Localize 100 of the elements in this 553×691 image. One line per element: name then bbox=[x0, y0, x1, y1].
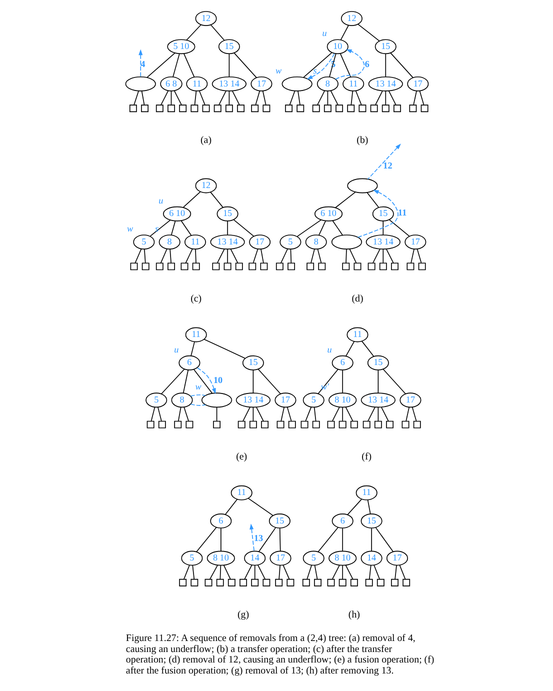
connector bbox=[345, 248, 346, 264]
connector bbox=[366, 500, 370, 514]
connector bbox=[342, 406, 343, 422]
label: (a) bbox=[200, 135, 212, 146]
node-box bbox=[236, 104, 244, 112]
node-ellipse: 17 bbox=[274, 392, 296, 408]
arrow bbox=[196, 367, 216, 394]
label: (c) bbox=[190, 293, 202, 304]
node-box bbox=[300, 420, 308, 428]
node-box bbox=[412, 420, 420, 428]
connector bbox=[290, 248, 292, 264]
node-ellipse: 8 10 bbox=[206, 550, 234, 566]
node-box bbox=[302, 578, 310, 586]
node-box bbox=[250, 104, 258, 112]
node-ellipse: 6 bbox=[210, 514, 232, 528]
node-ellipse: 11 bbox=[346, 327, 368, 342]
edge-label: 10 bbox=[212, 375, 222, 385]
connector bbox=[216, 248, 224, 264]
node-label: w bbox=[194, 382, 201, 392]
node-box bbox=[350, 420, 358, 428]
connector bbox=[173, 90, 182, 106]
connector bbox=[380, 406, 388, 422]
node-box bbox=[362, 420, 370, 428]
connector bbox=[388, 90, 396, 106]
node-ellipse: 6 bbox=[331, 514, 353, 528]
node-ellipse: 17 bbox=[386, 550, 408, 566]
node-box bbox=[358, 104, 366, 112]
connector bbox=[170, 220, 176, 236]
connector bbox=[210, 192, 223, 208]
node-ellipse bbox=[346, 178, 378, 194]
node-box bbox=[213, 104, 221, 112]
connector bbox=[256, 564, 266, 580]
connector bbox=[210, 24, 224, 41]
connector bbox=[252, 370, 254, 394]
node-ellipse: 15 bbox=[268, 514, 290, 528]
node-box bbox=[212, 262, 220, 270]
connector bbox=[304, 406, 312, 422]
node-ellipse: 17 bbox=[269, 550, 291, 566]
node-ellipse: 10 bbox=[326, 39, 348, 54]
node-box bbox=[141, 262, 149, 270]
connector bbox=[418, 90, 424, 106]
connector bbox=[255, 406, 264, 422]
connector bbox=[133, 90, 138, 106]
node-ellipse: 15 bbox=[372, 206, 394, 222]
node-box bbox=[326, 420, 334, 428]
connector bbox=[172, 53, 180, 78]
node-box bbox=[248, 420, 256, 428]
label: (g) bbox=[236, 610, 249, 621]
connector bbox=[228, 90, 230, 106]
node-ellipse: 5 bbox=[279, 234, 301, 250]
node-box bbox=[204, 578, 212, 586]
node-ellipse: 6 bbox=[178, 355, 200, 370]
node-ellipse: 15 bbox=[218, 39, 240, 54]
node-ellipse: 5 bbox=[145, 392, 167, 408]
node-ellipse: 11 bbox=[186, 76, 208, 92]
connector bbox=[209, 564, 218, 580]
node-box bbox=[296, 104, 304, 112]
node-ellipse: 11 bbox=[230, 485, 252, 500]
connector bbox=[316, 248, 322, 264]
node-ellipse: 17 bbox=[399, 392, 421, 408]
edge-label: 6 bbox=[364, 58, 369, 69]
connector bbox=[366, 192, 378, 208]
node-box bbox=[158, 420, 166, 428]
node-box bbox=[287, 262, 294, 270]
connector bbox=[182, 191, 200, 208]
label: (e) bbox=[236, 451, 247, 462]
edge-label: 11 bbox=[398, 207, 406, 218]
node-box bbox=[418, 262, 426, 270]
connector bbox=[360, 340, 374, 357]
node-box bbox=[128, 104, 136, 112]
edge-label: 13 bbox=[254, 533, 263, 544]
connector bbox=[233, 52, 256, 78]
node-ellipse: 15 bbox=[366, 355, 388, 370]
node-box bbox=[227, 578, 235, 586]
node-box bbox=[212, 420, 220, 428]
node-box bbox=[326, 578, 334, 586]
connector bbox=[344, 341, 354, 357]
connector bbox=[331, 406, 340, 422]
node-ellipse: 11 bbox=[184, 327, 206, 342]
connector bbox=[280, 248, 288, 264]
connector bbox=[330, 90, 338, 106]
connector bbox=[344, 564, 353, 580]
connector bbox=[177, 406, 181, 422]
node-box bbox=[338, 578, 346, 586]
node-box bbox=[190, 578, 198, 586]
label: (b) bbox=[356, 135, 368, 146]
node-ellipse: 14 bbox=[244, 550, 266, 566]
node-ellipse: 5 10 bbox=[166, 39, 195, 54]
node-ellipse: 12 bbox=[340, 11, 362, 26]
node-box bbox=[237, 420, 245, 428]
node-box bbox=[364, 578, 372, 586]
node-box bbox=[284, 104, 292, 112]
connector bbox=[394, 564, 396, 580]
arrow bbox=[334, 49, 364, 80]
node-ellipse: 17 bbox=[250, 76, 272, 92]
node-box bbox=[401, 420, 409, 428]
node-box bbox=[260, 420, 268, 428]
connector bbox=[247, 498, 273, 516]
node-ellipse: 15 bbox=[360, 514, 382, 528]
node-ellipse: 11 bbox=[342, 76, 364, 92]
